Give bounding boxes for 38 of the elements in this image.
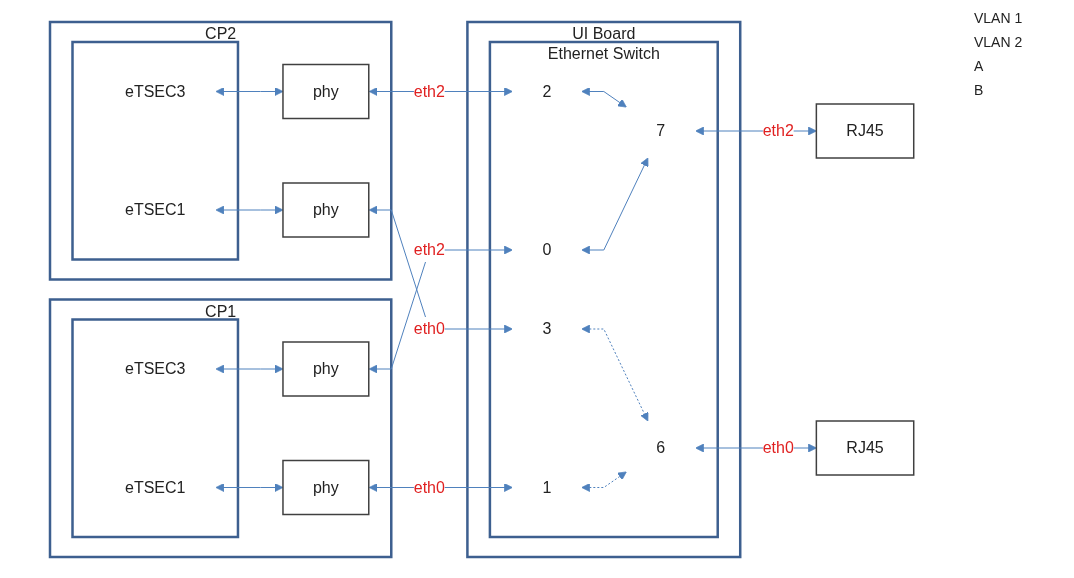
node-text: 6 bbox=[656, 438, 666, 456]
node-box: RJ45 bbox=[815, 102, 915, 159]
arrow bbox=[215, 86, 284, 96]
node-box: phy bbox=[282, 340, 370, 397]
cluster bbox=[71, 317, 240, 538]
arrow bbox=[581, 86, 627, 107]
note-label: VLAN 2 bbox=[974, 34, 1024, 50]
arrow bbox=[215, 482, 284, 492]
arrow bbox=[581, 324, 649, 421]
note-label: VLAN 1 bbox=[974, 10, 1024, 26]
node-text: eTSEC1 bbox=[125, 478, 186, 495]
arrow bbox=[215, 364, 284, 373]
node-text: 2 bbox=[542, 82, 552, 99]
node-text: 7 bbox=[656, 121, 666, 139]
arrow bbox=[368, 245, 513, 373]
node-box: phy bbox=[282, 459, 370, 515]
arrow bbox=[581, 471, 627, 492]
edge-label: eth0 bbox=[413, 478, 446, 495]
node-text: 3 bbox=[542, 319, 552, 337]
edge-label: eth2 bbox=[762, 121, 794, 139]
arrow bbox=[215, 205, 284, 214]
edge-label: eth2 bbox=[413, 240, 446, 258]
arrow bbox=[581, 157, 649, 254]
note-label: B bbox=[974, 82, 985, 98]
edge-label: eth2 bbox=[413, 82, 446, 99]
node-text: eTSEC3 bbox=[125, 82, 186, 99]
node-text: 0 bbox=[542, 240, 552, 258]
node-text: eTSEC1 bbox=[125, 200, 186, 218]
node-text: 1 bbox=[542, 478, 552, 495]
node-box: phy bbox=[282, 63, 370, 119]
cluster bbox=[71, 40, 240, 261]
node-text: eTSEC3 bbox=[125, 359, 186, 377]
arrow bbox=[368, 205, 513, 333]
note-label: A bbox=[974, 58, 985, 74]
edge-label: eth0 bbox=[762, 438, 794, 456]
edge-label: eth0 bbox=[413, 319, 446, 337]
node-box: RJ45 bbox=[815, 419, 915, 476]
node-box: phy bbox=[282, 181, 370, 238]
